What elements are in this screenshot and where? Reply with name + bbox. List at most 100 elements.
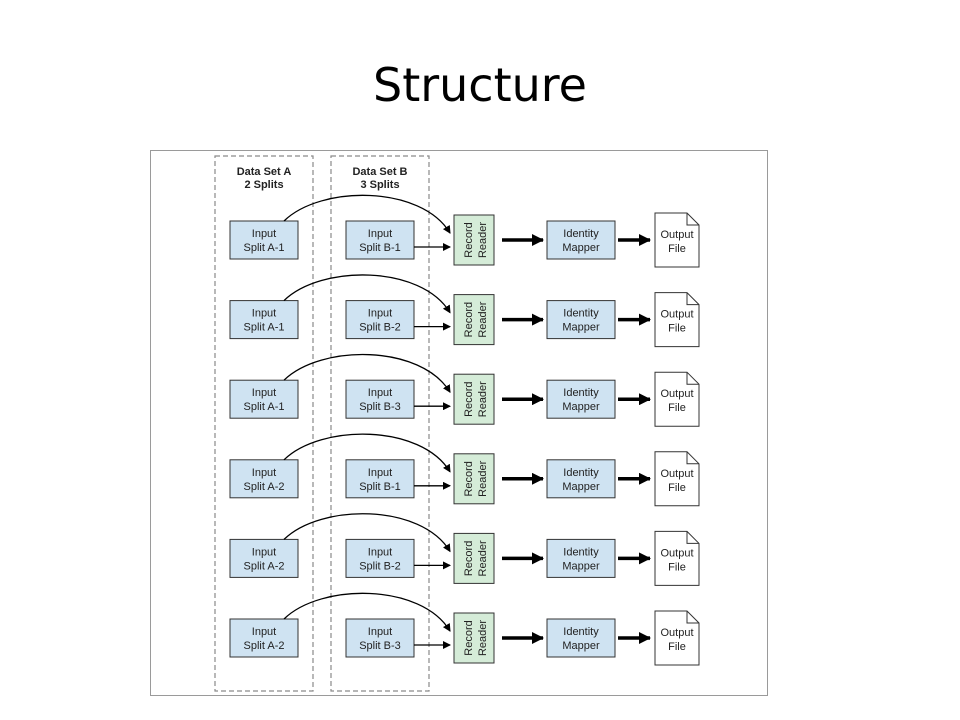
group-container-a: [214, 155, 314, 692]
split-a-curved-arrow: [283, 433, 451, 473]
split-a-curved-arrow: [283, 194, 451, 234]
identity-mapper-line2: Mapper: [562, 242, 600, 254]
group-b-title: Data Set B: [352, 166, 407, 178]
input-split-a-line1: Input: [252, 467, 276, 479]
input-split-a-box: [229, 379, 299, 419]
input-split-a-line2: Split A-2: [244, 481, 285, 493]
output-file-line1: Output: [660, 468, 693, 480]
output-file-icon: [654, 610, 700, 666]
input-split-a-box: [229, 459, 299, 499]
output-file-fold: [686, 372, 699, 385]
identity-mapper-line1: Identity: [563, 626, 599, 638]
input-split-a-line1: Input: [252, 387, 276, 399]
input-split-b-box: [345, 618, 415, 658]
record-reader-box: [453, 214, 495, 266]
input-split-a-line2: Split A-1: [244, 242, 285, 254]
input-split-b-line1: Input: [368, 626, 392, 638]
input-split-a-line1: Input: [252, 228, 276, 240]
input-split-a-line2: Split A-1: [244, 401, 285, 413]
slide-title: Structure: [373, 58, 587, 112]
input-split-b-box: [345, 379, 415, 419]
record-reader-line1: Record: [463, 461, 475, 496]
input-split-b-line2: Split B-3: [359, 401, 401, 413]
output-file-line1: Output: [660, 229, 693, 241]
input-split-a-line2: Split A-2: [244, 640, 285, 652]
input-split-b-box: [345, 220, 415, 260]
record-reader-box: [453, 453, 495, 505]
input-split-b-box: [345, 459, 415, 499]
record-reader-box: [453, 612, 495, 664]
input-split-a-line1: Input: [252, 626, 276, 638]
identity-mapper-line1: Identity: [563, 467, 599, 479]
input-split-b-line2: Split B-2: [359, 560, 401, 572]
output-file-line2: File: [668, 482, 686, 494]
input-split-b-line1: Input: [368, 387, 392, 399]
record-reader-line2: Reader: [477, 620, 489, 656]
input-split-a-box: [229, 300, 299, 340]
input-split-a-box: [229, 618, 299, 658]
output-file-icon: [654, 530, 700, 586]
input-split-b-line2: Split B-3: [359, 640, 401, 652]
group-container-b: [330, 155, 430, 692]
output-file-line1: Output: [660, 388, 693, 400]
record-reader-box: [453, 532, 495, 584]
record-reader-box: [453, 294, 495, 346]
input-split-a-line2: Split A-1: [244, 322, 285, 334]
record-reader-line2: Reader: [477, 381, 489, 417]
split-a-curved-arrow: [283, 513, 451, 553]
input-split-a-line1: Input: [252, 546, 276, 558]
input-split-b-box: [345, 300, 415, 340]
identity-mapper-line2: Mapper: [562, 560, 600, 572]
input-split-a-box: [229, 538, 299, 578]
output-file-icon: [654, 212, 700, 268]
group-a-subtitle: 2 Splits: [244, 179, 283, 191]
record-reader-line1: Record: [463, 620, 475, 655]
record-reader-line2: Reader: [477, 222, 489, 258]
record-reader-line2: Reader: [477, 460, 489, 496]
record-reader-line1: Record: [463, 381, 475, 416]
output-file-line1: Output: [660, 627, 693, 639]
input-split-b-line1: Input: [368, 467, 392, 479]
output-file-line2: File: [668, 243, 686, 255]
output-file-fold: [686, 213, 699, 226]
input-split-a-box: [229, 220, 299, 260]
record-reader-line2: Reader: [477, 301, 489, 337]
group-a-title: Data Set A: [237, 166, 292, 178]
output-file-line2: File: [668, 561, 686, 573]
record-reader-line1: Record: [463, 222, 475, 257]
identity-mapper-line1: Identity: [563, 387, 599, 399]
output-file-icon: [654, 292, 700, 348]
record-reader-line1: Record: [463, 541, 475, 576]
split-a-curved-arrow: [283, 592, 451, 632]
input-split-b-line2: Split B-2: [359, 322, 401, 334]
group-b-subtitle: 3 Splits: [360, 179, 399, 191]
output-file-icon: [654, 371, 700, 427]
identity-mapper-line1: Identity: [563, 546, 599, 558]
record-reader-box: [453, 373, 495, 425]
identity-mapper-box: [546, 538, 616, 578]
identity-mapper-box: [546, 220, 616, 260]
identity-mapper-line2: Mapper: [562, 640, 600, 652]
split-a-curved-arrow: [283, 274, 451, 314]
input-split-b-line1: Input: [368, 546, 392, 558]
input-split-b-line1: Input: [368, 228, 392, 240]
input-split-a-line1: Input: [252, 308, 276, 320]
output-file-fold: [686, 611, 699, 624]
identity-mapper-box: [546, 300, 616, 340]
cartesian-product-diagram: Data Set A 2 Splits Data Set B 3 Splits …: [214, 155, 700, 692]
identity-mapper-line2: Mapper: [562, 322, 600, 334]
split-a-curved-arrow: [283, 353, 451, 394]
identity-mapper-line1: Identity: [563, 308, 599, 320]
input-split-b-line1: Input: [368, 308, 392, 320]
record-reader-line2: Reader: [477, 540, 489, 576]
output-file-fold: [686, 292, 699, 306]
identity-mapper-line2: Mapper: [562, 401, 600, 413]
identity-mapper-line1: Identity: [563, 228, 599, 240]
input-split-b-line2: Split B-1: [359, 481, 401, 493]
output-file-line1: Output: [660, 547, 693, 559]
